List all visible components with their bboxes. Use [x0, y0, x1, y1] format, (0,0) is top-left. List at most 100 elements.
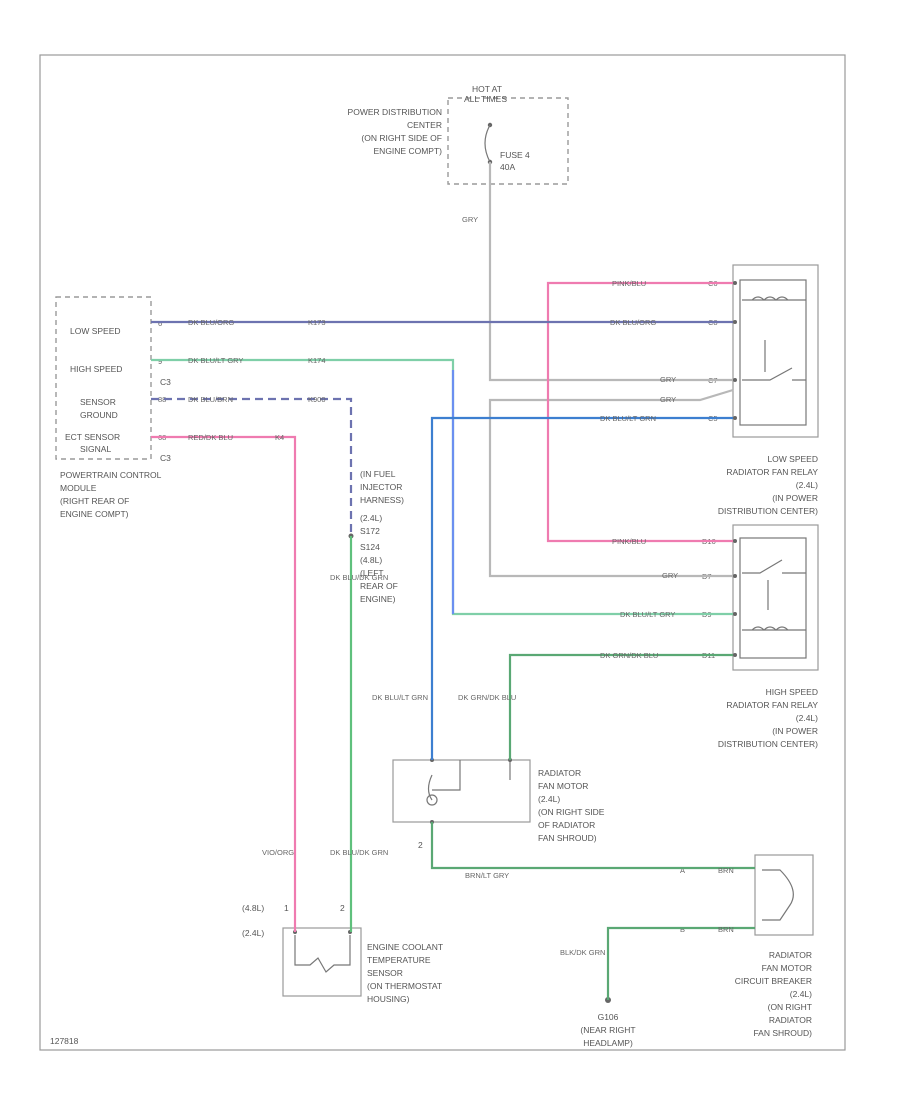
- wire-label-breaker-ground: BLK/DK GRN: [560, 948, 605, 957]
- wire-ect-signal: [151, 435, 297, 932]
- splice-code-1: K173: [308, 318, 326, 327]
- harness-note-9: REAR OF: [360, 581, 398, 591]
- harness-note-5: S172: [360, 526, 380, 536]
- wire-label-vio-org: VIO/ORG: [262, 848, 294, 857]
- low-relay-label-4: (IN POWER: [772, 493, 818, 503]
- pdc-label-1: POWER DISTRIBUTION: [348, 107, 442, 117]
- wire-label-low-relay-motor-2: DK BLU/LT GRN: [372, 693, 428, 702]
- high-relay-terminal-2: [733, 574, 737, 578]
- harness-note-10: ENGINE): [360, 594, 396, 604]
- circuit-breaker-label-2: FAN MOTOR: [762, 963, 812, 973]
- low-relay-switch: [742, 340, 806, 381]
- wire-label-high-relay-motor-1: DK GRN/DK BLU: [600, 651, 658, 660]
- wire-label-breaker-a: BRN: [718, 866, 734, 875]
- ground-label-1: G106: [598, 1012, 619, 1022]
- harness-note-4: (2.4L): [360, 513, 382, 523]
- pdc-label-3: (ON RIGHT SIDE OF: [361, 133, 442, 143]
- high-relay-terminal-3: [733, 612, 737, 616]
- pcm-label-3: (RIGHT REAR OF: [60, 496, 129, 506]
- pcm-pin-ect-sensor-2: SIGNAL: [80, 444, 111, 454]
- high-relay-label-3: (2.4L): [796, 713, 818, 723]
- ect-sensor-box: [282, 927, 362, 997]
- wire-high-relay-to-motor: [508, 653, 733, 760]
- fan-motor-box: [392, 759, 531, 823]
- harness-note-1: (IN FUEL: [360, 469, 396, 479]
- fuse-label-1: FUSE 4: [500, 150, 530, 160]
- ect-sensor-pin-2: 2: [340, 903, 345, 913]
- low-relay-terminal-3: [733, 378, 737, 382]
- ect-sensor-variant-1: (4.8L): [242, 903, 264, 913]
- low-relay-label-3: (2.4L): [796, 480, 818, 490]
- circuit-breaker-pin-a: A: [680, 866, 685, 875]
- pcm-pin-sensor-ground-1: SENSOR: [80, 397, 116, 407]
- ect-sensor-label-3: SENSOR: [367, 968, 403, 978]
- pcm-pin-low-speed: LOW SPEED: [70, 326, 121, 336]
- wire-label-pink-blue-2: PINK/BLU: [612, 537, 646, 546]
- wire-pink-blue: [546, 281, 733, 543]
- wire-label-grey-2: GRY: [660, 375, 676, 384]
- hot-at-label-1: HOT AT: [472, 84, 502, 94]
- low-relay-terminal-2: [733, 320, 737, 324]
- fan-motor-label-4: (ON RIGHT SIDE: [538, 807, 605, 817]
- pdc-box: [447, 97, 569, 185]
- pcm-connector-1: C3: [160, 377, 171, 387]
- fan-motor-label-1: RADIATOR: [538, 768, 581, 778]
- pcm-label-1: POWERTRAIN CONTROL: [60, 470, 162, 480]
- wire-label-low-relay-motor-1: DK BLU/LT GRN: [600, 414, 656, 423]
- wire-label-high-speed-1: DK BLU/LT GRY: [188, 356, 243, 365]
- pdc-label-2: CENTER: [407, 120, 442, 130]
- fan-motor-label-6: FAN SHROUD): [538, 833, 597, 843]
- ect-sensor-symbol: [294, 935, 351, 973]
- hot-at-label-2: ALL TIMES: [464, 94, 507, 104]
- low-relay-inner: [739, 279, 807, 426]
- ground-label-2: (NEAR RIGHT: [580, 1025, 635, 1035]
- wire-low-relay-to-motor: [430, 416, 733, 760]
- fuse-symbol: [484, 124, 491, 163]
- diagram-frame: [39, 54, 846, 1051]
- fan-motor-body: [426, 794, 438, 806]
- fan-motor-symbol: [427, 760, 511, 801]
- low-relay-label-2: RADIATOR FAN RELAY: [726, 467, 818, 477]
- wire-motor-to-breaker: [430, 822, 755, 870]
- diagram-code: 127818: [50, 1036, 79, 1046]
- splice-code-4: K4: [275, 433, 284, 442]
- high-relay-box: [732, 524, 819, 671]
- wire-breaker-to-ground: [606, 926, 755, 1000]
- circuit-breaker-label-6: RADIATOR: [769, 1015, 812, 1025]
- circuit-breaker-pin-b: B: [680, 925, 685, 934]
- harness-note-8: (LEFT: [360, 568, 384, 578]
- pcm-pin-number-1: 6: [158, 319, 162, 328]
- low-relay-box: [732, 264, 819, 438]
- low-relay-terminal-4: [733, 416, 737, 420]
- ect-sensor-label-1: ENGINE COOLANT: [367, 942, 443, 952]
- pcm-pin-number-2: 9: [158, 357, 162, 366]
- wire-label-dk-blu-dk-grn-lower: DK BLU/DK GRN: [330, 848, 388, 857]
- circuit-breaker-symbol: [762, 869, 794, 921]
- fan-motor-label-5: OF RADIATOR: [538, 820, 595, 830]
- harness-note-2: INJECTOR: [360, 482, 402, 492]
- pcm-connector-2: C3: [160, 453, 171, 463]
- pcm-pin-ect-sensor-1: ECT SENSOR: [65, 432, 120, 442]
- wire-grey-high-relay: [488, 388, 734, 578]
- high-relay-switch: [742, 559, 806, 610]
- high-relay-label-2: RADIATOR FAN RELAY: [726, 700, 818, 710]
- wire-label-low-speed-1: DK BLU/ORG: [188, 318, 234, 327]
- wire-label-pink-blue-1: PINK/BLU: [612, 279, 646, 288]
- wire-label-motor-breaker: BRN/LT GRY: [465, 871, 509, 880]
- ect-sensor-label-2: TEMPERATURE: [367, 955, 431, 965]
- wire-label-grey-4: GRY: [662, 571, 678, 580]
- ect-sensor-pin-1: 1: [284, 903, 289, 913]
- harness-note-3: HARNESS): [360, 495, 404, 505]
- splice-code-2: K174: [308, 356, 326, 365]
- high-relay-label-1: HIGH SPEED: [766, 687, 818, 697]
- fan-motor-label-2: FAN MOTOR: [538, 781, 588, 791]
- pdc-label-4: ENGINE COMPT): [374, 146, 443, 156]
- harness-note-7: (4.8L): [360, 555, 382, 565]
- wire-label-ect-signal: RED/DK BLU: [188, 433, 233, 442]
- pcm-label-2: MODULE: [60, 483, 97, 493]
- wire-sensor-ground: [151, 397, 353, 536]
- wire-label-grey-3: GRY: [660, 395, 676, 404]
- circuit-breaker-label-5: (ON RIGHT: [768, 1002, 812, 1012]
- harness-note-6: S124: [360, 542, 380, 552]
